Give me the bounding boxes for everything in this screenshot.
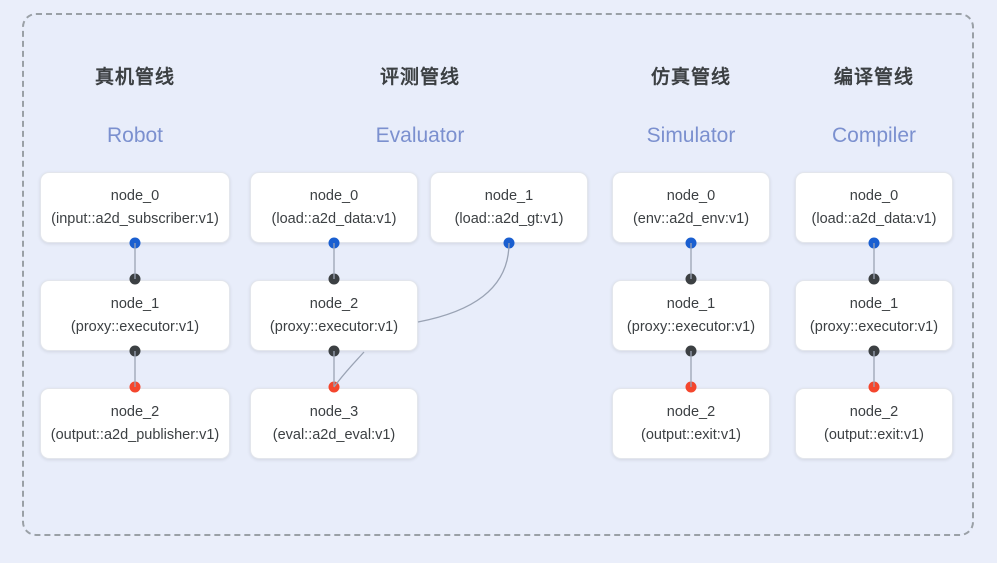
node-evaluator-3[interactable]: node_3 (eval::a2d_eval:v1) (250, 388, 418, 459)
node-compiler-1[interactable]: node_1 (proxy::executor:v1) (795, 280, 953, 351)
node-label: node_0 (849, 188, 899, 205)
node-robot-2[interactable]: node_2 (output::a2d_publisher:v1) (40, 388, 230, 459)
node-type: (env::a2d_env:v1) (632, 210, 750, 227)
node-type: (load::a2d_gt:v1) (454, 210, 564, 227)
node-evaluator-2[interactable]: node_2 (proxy::executor:v1) (250, 280, 418, 351)
column-title-robot: 真机管线 (94, 67, 175, 88)
column-subtitle-evaluator: Evaluator (375, 124, 465, 147)
node-label: node_1 (110, 296, 160, 313)
node-evaluator-0[interactable]: node_0 (load::a2d_data:v1) (250, 172, 418, 243)
column-title-simulator: 仿真管线 (650, 67, 731, 88)
port-output-evaluator-2[interactable] (328, 345, 340, 357)
port-output-simulator-0[interactable] (685, 237, 697, 249)
port-output-compiler-1[interactable] (868, 345, 880, 357)
port-output-compiler-0[interactable] (868, 237, 880, 249)
port-output-evaluator-1[interactable] (503, 237, 515, 249)
node-type: (proxy::executor:v1) (626, 318, 756, 335)
port-input-simulator-2[interactable] (685, 381, 697, 393)
port-input-robot-2[interactable] (129, 381, 141, 393)
port-output-evaluator-0[interactable] (328, 237, 340, 249)
node-type: (eval::a2d_eval:v1) (272, 426, 396, 443)
node-robot-1[interactable]: node_1 (proxy::executor:v1) (40, 280, 230, 351)
node-simulator-2[interactable]: node_2 (output::exit:v1) (612, 388, 770, 459)
node-type: (proxy::executor:v1) (269, 318, 399, 335)
port-input-evaluator-3[interactable] (328, 381, 340, 393)
node-compiler-0[interactable]: node_0 (load::a2d_data:v1) (795, 172, 953, 243)
column-subtitle-robot: Robot (106, 124, 164, 147)
node-type: (proxy::executor:v1) (70, 318, 200, 335)
node-simulator-0[interactable]: node_0 (env::a2d_env:v1) (612, 172, 770, 243)
node-label: node_1 (666, 296, 716, 313)
port-input-simulator-1[interactable] (685, 273, 697, 285)
node-type: (output::a2d_publisher:v1) (50, 426, 220, 443)
port-input-compiler-1[interactable] (868, 273, 880, 285)
port-input-evaluator-2[interactable] (328, 273, 340, 285)
node-label: node_2 (309, 296, 359, 313)
node-type: (load::a2d_data:v1) (811, 210, 937, 227)
node-evaluator-1[interactable]: node_1 (load::a2d_gt:v1) (430, 172, 588, 243)
node-label: node_2 (110, 404, 160, 421)
node-label: node_3 (309, 404, 359, 421)
node-label: node_0 (110, 188, 160, 205)
column-title-evaluator: 评测管线 (379, 67, 460, 88)
port-output-simulator-1[interactable] (685, 345, 697, 357)
node-type: (output::exit:v1) (824, 426, 924, 443)
port-input-robot-1[interactable] (129, 273, 141, 285)
column-subtitle-simulator: Simulator (646, 124, 736, 147)
port-input-compiler-2[interactable] (868, 381, 880, 393)
node-type: (output::exit:v1) (641, 426, 741, 443)
node-type: (load::a2d_data:v1) (271, 210, 397, 227)
node-label: node_0 (309, 188, 359, 205)
node-simulator-1[interactable]: node_1 (proxy::executor:v1) (612, 280, 770, 351)
node-type: (input::a2d_subscriber:v1) (51, 210, 219, 227)
node-label: node_2 (666, 404, 716, 421)
port-output-robot-0[interactable] (129, 237, 141, 249)
node-label: node_1 (484, 188, 534, 205)
node-compiler-2[interactable]: node_2 (output::exit:v1) (795, 388, 953, 459)
column-title-compiler: 编译管线 (833, 67, 914, 88)
column-subtitle-compiler: Compiler (831, 124, 917, 147)
port-output-robot-1[interactable] (129, 345, 141, 357)
node-label: node_1 (849, 296, 899, 313)
node-robot-0[interactable]: node_0 (input::a2d_subscriber:v1) (40, 172, 230, 243)
node-label: node_0 (666, 188, 716, 205)
node-type: (proxy::executor:v1) (809, 318, 939, 335)
node-label: node_2 (849, 404, 899, 421)
